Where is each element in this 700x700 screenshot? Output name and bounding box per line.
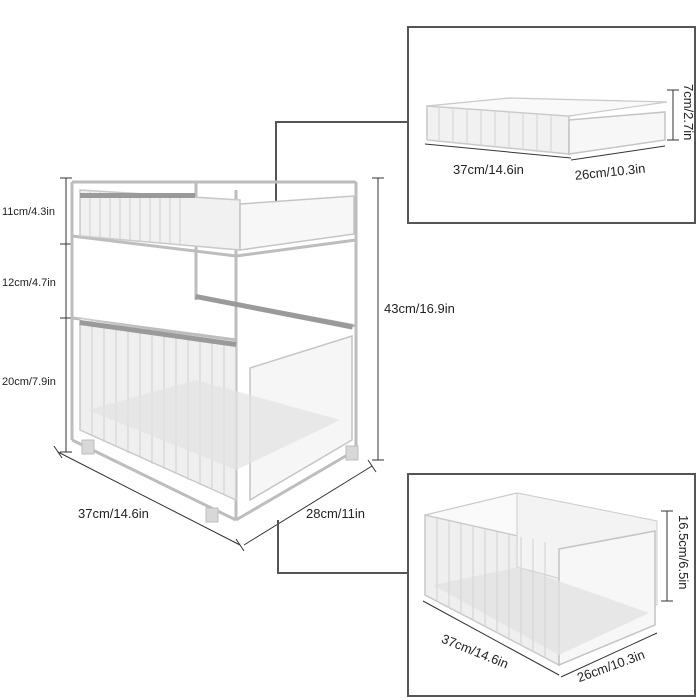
main-width-label: 37cm/14.6in	[78, 506, 149, 521]
bottom-drawer-height-label: 16.5cm/6.5in	[676, 515, 691, 590]
dimension-lines	[53, 177, 384, 552]
top-drawer-width-label: 37cm/14.6in	[453, 162, 524, 177]
middle-gap-height-label: 12cm/4.7in	[2, 277, 56, 289]
bottom-drawer-inset: 37cm/14.6in 26cm/10.3in 16.5cm/6.5in	[407, 473, 696, 697]
main-depth-label: 28cm/11in	[306, 506, 366, 521]
bottom-tier-height-label: 20cm/7.9in	[2, 376, 56, 388]
top-drawer-inset: 37cm/14.6in 26cm/10.3in 7cm/2.7in	[407, 26, 696, 224]
connector-lines	[275, 121, 408, 574]
total-height-label: 43cm/16.9in	[384, 301, 455, 316]
top-drawer-height-label: 7cm/2.7in	[681, 84, 696, 141]
top-drawer-illustration	[424, 89, 679, 161]
rack-feet	[81, 439, 359, 523]
bottom-basket	[79, 294, 354, 502]
bottom-drawer-illustration	[422, 492, 673, 678]
top-tier-height-label: 11cm/4.3in	[2, 206, 55, 218]
top-basket	[79, 189, 355, 251]
